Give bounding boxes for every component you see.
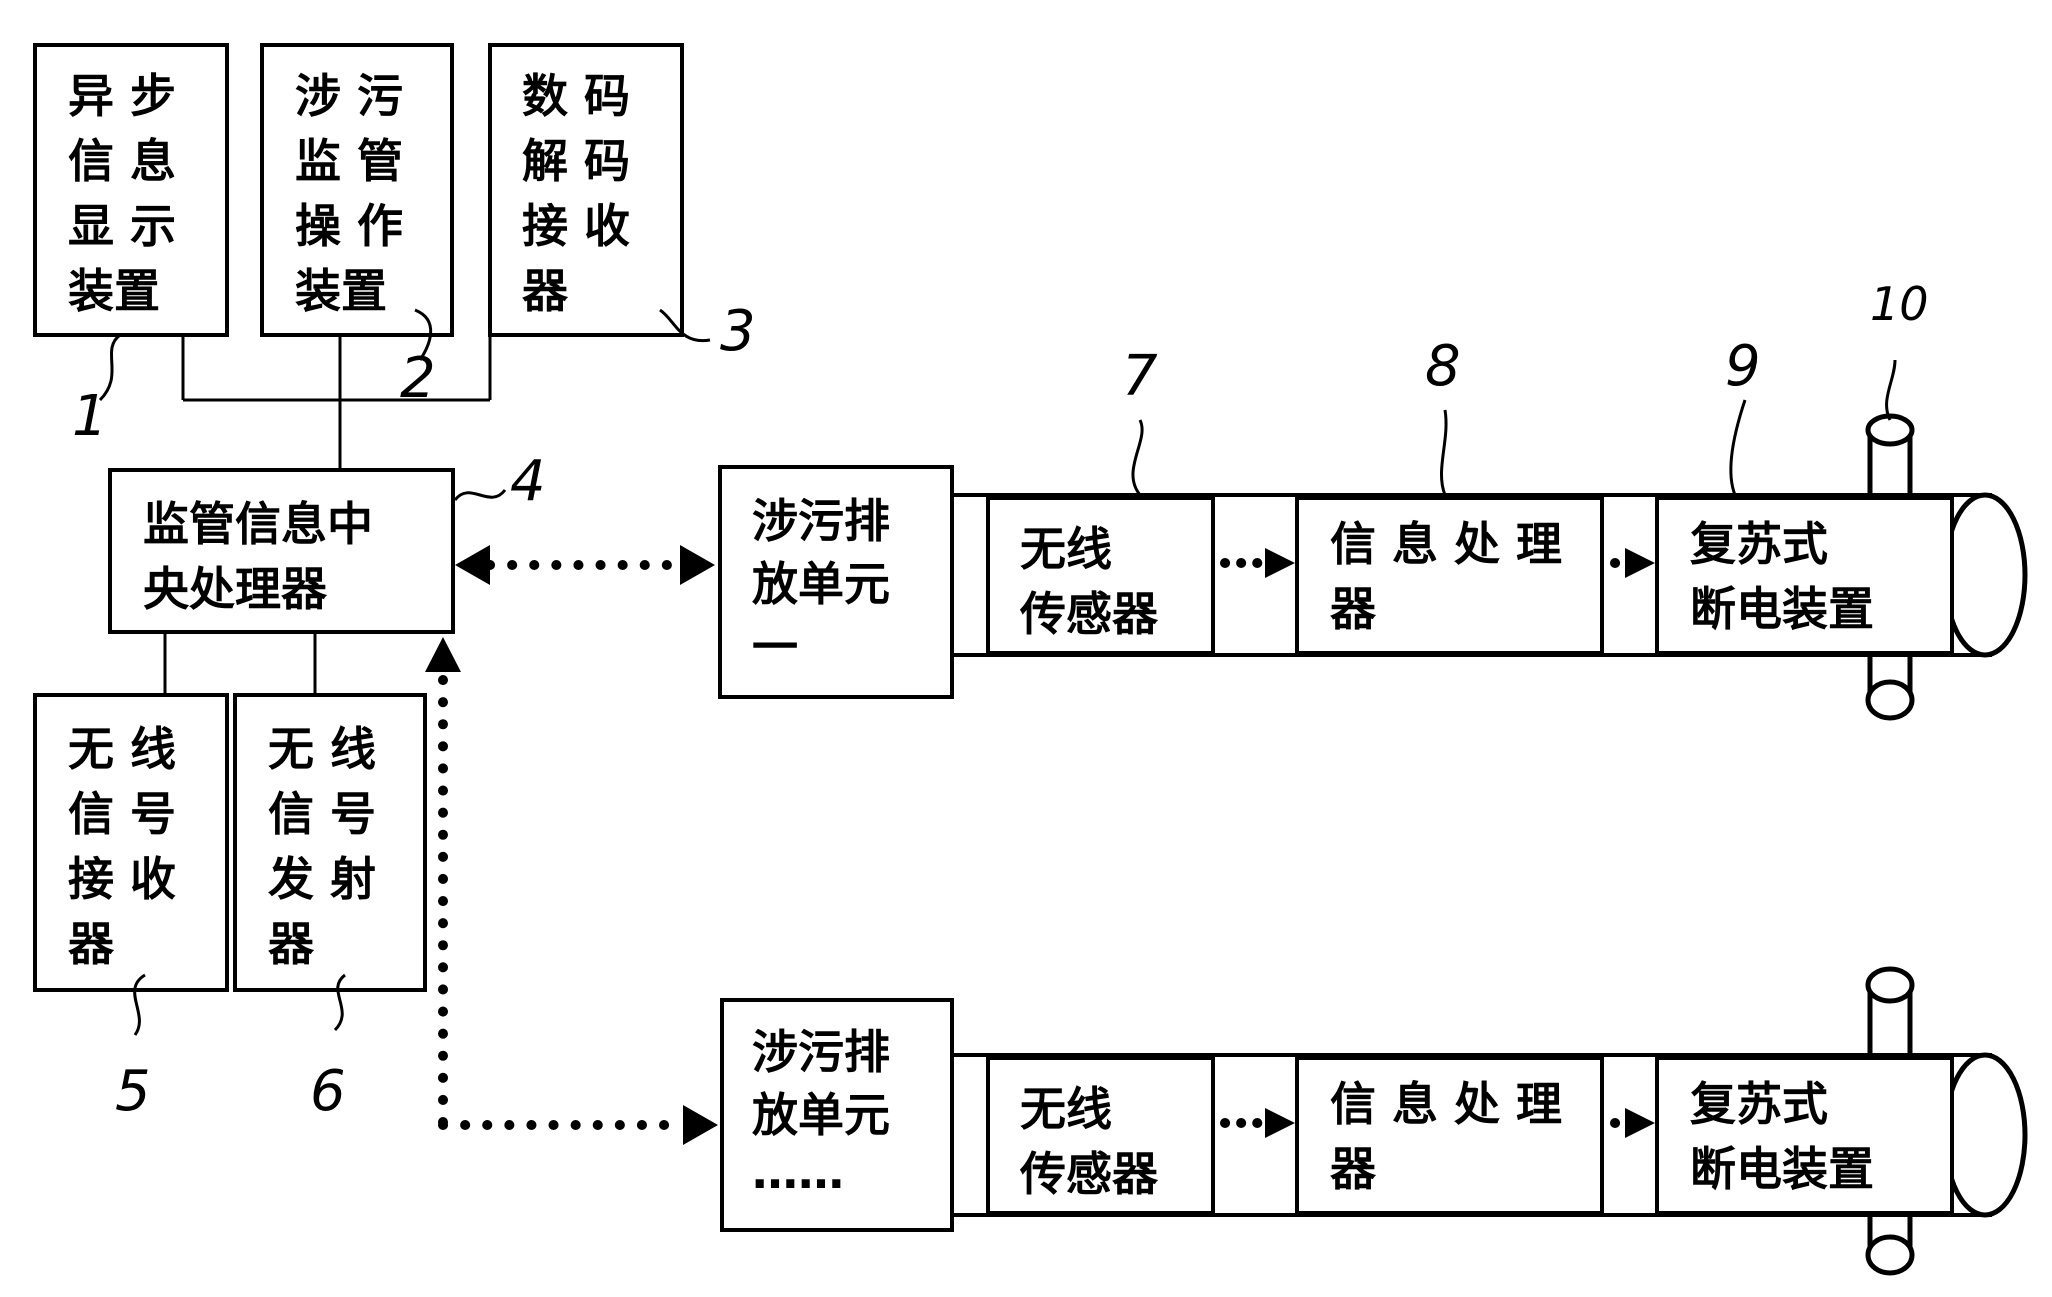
arrow-right-icon bbox=[1625, 1108, 1655, 1138]
box-label: 断电装置 bbox=[1690, 582, 1874, 636]
ref-number-7: 7 bbox=[1122, 344, 1158, 409]
box-label: 数 码 bbox=[522, 69, 630, 123]
box-label: 接 收 bbox=[522, 199, 630, 253]
arrow-right-icon bbox=[1265, 1108, 1295, 1138]
ref-number-10: 10 bbox=[1870, 277, 1929, 331]
box-label: 装置 bbox=[68, 264, 160, 318]
box-label: …… bbox=[752, 1145, 844, 1199]
wireless-receiver-box: 无 线 信 号 接 收 器 bbox=[33, 693, 229, 992]
box-label: 器 bbox=[1330, 582, 1377, 636]
discharge-unit-2 bbox=[720, 998, 954, 1232]
box-label: 无 线 bbox=[268, 722, 376, 776]
discharge-row-2: 涉污排 放单元 …… 无线 传感器 信 息 处 理 器 复苏式 断电装置 bbox=[720, 966, 2028, 1276]
discharge-row-1: 涉污排 放单元 一 无线 传感器 信 息 处 理 器 复苏式 断电装置 bbox=[718, 413, 2028, 721]
wireless-sensor-1 bbox=[986, 496, 1215, 655]
box-label: 信 息 处 理 bbox=[1330, 1077, 1562, 1131]
ref-number-3: 3 bbox=[720, 299, 756, 364]
box-label: 无线 bbox=[1020, 1082, 1112, 1136]
pipe-end-icon bbox=[1942, 1052, 2028, 1218]
box-label: 器 bbox=[522, 264, 569, 318]
reference-numbers: 1 2 3 4 5 6 7 8 9 10 bbox=[72, 277, 1929, 1124]
leader-lines bbox=[98, 308, 1897, 1036]
box-label: 传感器 bbox=[1019, 1147, 1159, 1201]
box-label: 一 bbox=[752, 620, 798, 674]
box-label: 涉污排 bbox=[752, 494, 890, 548]
discharge-unit-1 bbox=[718, 465, 954, 699]
box-label: 器 bbox=[1330, 1142, 1377, 1196]
box-label: 复苏式 bbox=[1690, 517, 1828, 571]
box-label: 信 号 bbox=[68, 787, 176, 841]
box-label: 信 号 bbox=[268, 787, 376, 841]
info-processor-2 bbox=[1295, 1056, 1604, 1215]
ref-number-8: 8 bbox=[1425, 334, 1461, 399]
reset-breaker-1 bbox=[1655, 496, 1954, 655]
ref-number-9: 9 bbox=[1725, 334, 1761, 399]
arrow-head-left-icon bbox=[455, 545, 490, 585]
ref-number-6: 6 bbox=[310, 1059, 346, 1124]
box-label: 监管信息中 bbox=[143, 497, 373, 551]
arrow-head-right-icon bbox=[680, 545, 715, 585]
box-label: 器 bbox=[268, 917, 315, 971]
async-display-box: 异 步 信 息 显 示 装置 bbox=[33, 43, 229, 337]
wireless-transmitter-box: 无 线 信 号 发 射 器 bbox=[233, 693, 427, 992]
box-label: 发 射 bbox=[268, 852, 376, 906]
digital-decoder-box: 数 码 解 码 接 收 器 bbox=[488, 43, 684, 337]
bus-lines bbox=[163, 335, 492, 695]
arrow-right-icon bbox=[1265, 548, 1295, 578]
box-label: 监 管 bbox=[295, 134, 403, 188]
box-label: 器 bbox=[68, 917, 115, 971]
box-label: 异 步 bbox=[68, 69, 176, 123]
ref-number-1: 1 bbox=[72, 384, 108, 449]
monitoring-operation-box: 涉 污 监 管 操 作 装置 bbox=[260, 43, 454, 337]
box-label: 放单元 bbox=[752, 1088, 890, 1142]
box-label: 央处理器 bbox=[143, 562, 328, 616]
wireless-sensor-2 bbox=[986, 1056, 1215, 1215]
box-label: 操 作 bbox=[295, 199, 403, 253]
box-label: 无 线 bbox=[68, 722, 176, 776]
box-label: 无线 bbox=[1020, 522, 1112, 576]
box-label: 接 收 bbox=[68, 852, 176, 906]
box-label: 显 示 bbox=[68, 199, 176, 253]
info-processor-1 bbox=[1295, 496, 1604, 655]
reset-breaker-2 bbox=[1655, 1056, 1954, 1215]
box-label: 信 息 处 理 bbox=[1330, 517, 1562, 571]
central-processor-box: 监管信息中 央处理器 bbox=[108, 468, 455, 634]
arrow-right-icon bbox=[1625, 548, 1655, 578]
arrow-head-up-icon bbox=[425, 637, 461, 672]
pipe-end-icon bbox=[1942, 492, 2028, 658]
box-label: 信 息 bbox=[68, 134, 176, 188]
wireless-links bbox=[425, 545, 718, 1145]
box-label: 涉 污 bbox=[295, 69, 403, 123]
box-label: 装置 bbox=[295, 264, 387, 318]
box-label: 解 码 bbox=[522, 134, 630, 188]
box-label: 断电装置 bbox=[1690, 1142, 1874, 1196]
box-label: 复苏式 bbox=[1690, 1077, 1828, 1131]
arrow-head-right-icon bbox=[683, 1105, 718, 1145]
ref-number-4: 4 bbox=[510, 449, 546, 514]
ref-number-5: 5 bbox=[115, 1059, 151, 1124]
ref-number-2: 2 bbox=[400, 346, 436, 411]
box-label: 放单元 bbox=[752, 557, 890, 611]
box-label: 涉污排 bbox=[752, 1025, 890, 1079]
box-label: 传感器 bbox=[1019, 587, 1159, 641]
